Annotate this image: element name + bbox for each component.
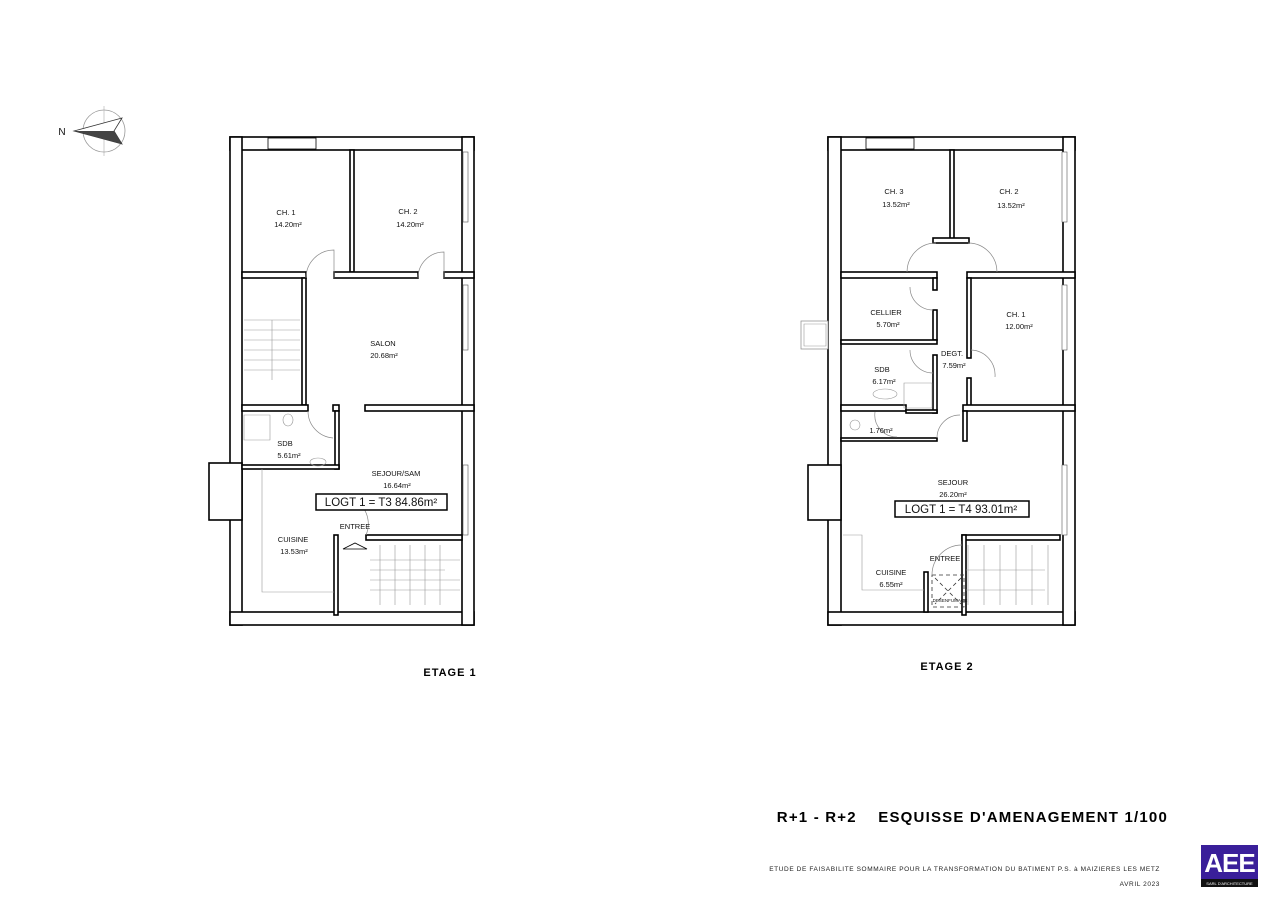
entree-label: ENTREE bbox=[340, 522, 370, 531]
room-name: CH. 2 bbox=[999, 187, 1018, 196]
logement-label: LOGT 1 = T3 84.86m² bbox=[325, 497, 438, 509]
room-name: CH. 2 bbox=[398, 207, 417, 216]
sheet-subtitle: ETUDE DE FAISABILITE SOMMAIRE POUR LA TR… bbox=[769, 866, 1160, 873]
room-name: CH. 1 bbox=[1006, 310, 1025, 319]
room-area: 5.61m² bbox=[277, 451, 301, 460]
room-area: 13.52m² bbox=[997, 201, 1025, 210]
room-name: CH. 3 bbox=[884, 187, 903, 196]
logement-label: LOGT 1 = T4 93.01m² bbox=[905, 504, 1018, 516]
room-name: SEJOUR bbox=[938, 478, 969, 487]
etage-2-title: ETAGE 2 bbox=[920, 661, 973, 673]
room-area: 26.20m² bbox=[939, 490, 967, 499]
desenfumage-label: DESENFUMAGE bbox=[933, 598, 968, 603]
entree-label: ENTREE bbox=[930, 554, 960, 563]
north-arrow-icon: N bbox=[58, 106, 126, 156]
room-area: 13.53m² bbox=[280, 547, 308, 556]
room-area: 5.70m² bbox=[876, 320, 900, 329]
room-area: 14.20m² bbox=[396, 220, 424, 229]
room-area: 6.17m² bbox=[872, 377, 896, 386]
room-area: 12.00m² bbox=[1005, 322, 1033, 331]
room-name: CUISINE bbox=[278, 535, 308, 544]
etage-1-title: ETAGE 1 bbox=[423, 667, 476, 679]
svg-text:AEE: AEE bbox=[1204, 848, 1255, 878]
room-area: 6.55m² bbox=[879, 580, 903, 589]
room-area: 20.68m² bbox=[370, 351, 398, 360]
room-name: SEJOUR/SAM bbox=[372, 469, 421, 478]
sheet-date: AVRIL 2023 bbox=[1120, 881, 1160, 888]
room-name: SDB bbox=[277, 439, 292, 448]
room-name: CELLIER bbox=[870, 308, 902, 317]
north-label: N bbox=[58, 127, 65, 138]
room-name: SALON bbox=[370, 339, 395, 348]
room-name: CH. 1 bbox=[276, 208, 295, 217]
sheet-title: R+1 - R+2 ESQUISSE D'AMENAGEMENT 1/100 bbox=[777, 809, 1168, 826]
svg-text:SARL D'ARCHITECTURE: SARL D'ARCHITECTURE bbox=[1206, 881, 1253, 886]
room-name: SDB bbox=[874, 365, 889, 374]
room-name: DEGT. bbox=[941, 349, 963, 358]
room-area: 1.76m² bbox=[869, 426, 893, 435]
room-area: 13.52m² bbox=[882, 200, 910, 209]
room-area: 14.20m² bbox=[274, 220, 302, 229]
room-area: 7.59m² bbox=[942, 361, 966, 370]
aee-logo: AEE SARL D'ARCHITECTURE bbox=[1201, 845, 1258, 887]
room-name: CUISINE bbox=[876, 568, 906, 577]
floor-plan-etage-2: LOGT 1 = T4 93.01m² CH. 3 13.52m² CH. 2 … bbox=[800, 136, 1076, 673]
floor-plan-etage-1: LOGT 1 = T3 84.86m² CH. 1 14.20m² CH. 2 … bbox=[208, 136, 476, 679]
room-area: 16.64m² bbox=[383, 481, 411, 490]
